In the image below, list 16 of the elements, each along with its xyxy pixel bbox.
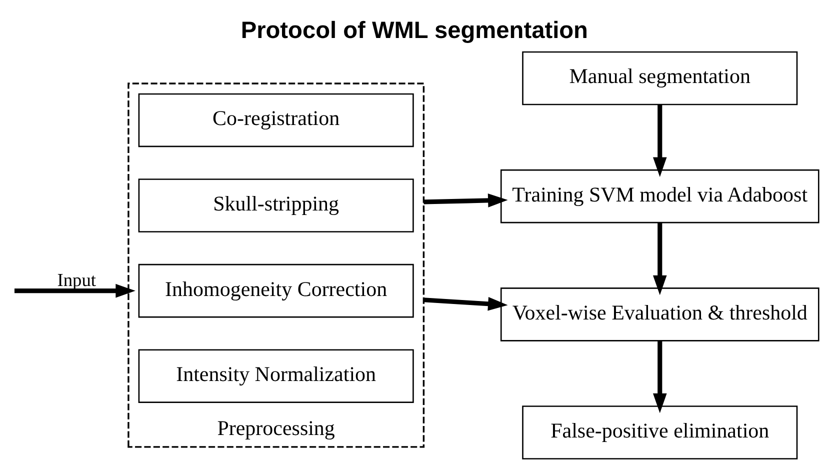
node-box: Training SVM model via Adaboost [500, 169, 820, 224]
diagram-title: Protocol of WML segmentation [240, 18, 588, 44]
node-box: Intensity Normalization [138, 349, 414, 403]
node-box: Voxel-wise Evaluation & threshold [500, 288, 820, 342]
arrow [652, 104, 667, 177]
arrow [424, 194, 508, 208]
arrow [652, 222, 667, 296]
arrow [14, 284, 136, 298]
node-box: Co-registration [138, 93, 414, 148]
node-box: False-positive elimination [522, 406, 798, 460]
node-box: Skull-stripping [138, 178, 414, 232]
arrow [652, 340, 667, 414]
arrow [424, 296, 508, 311]
node-box: Manual segmentation [522, 51, 798, 106]
node-box: Inhomogeneity Correction [138, 264, 414, 318]
edge-label: Input [57, 270, 96, 290]
